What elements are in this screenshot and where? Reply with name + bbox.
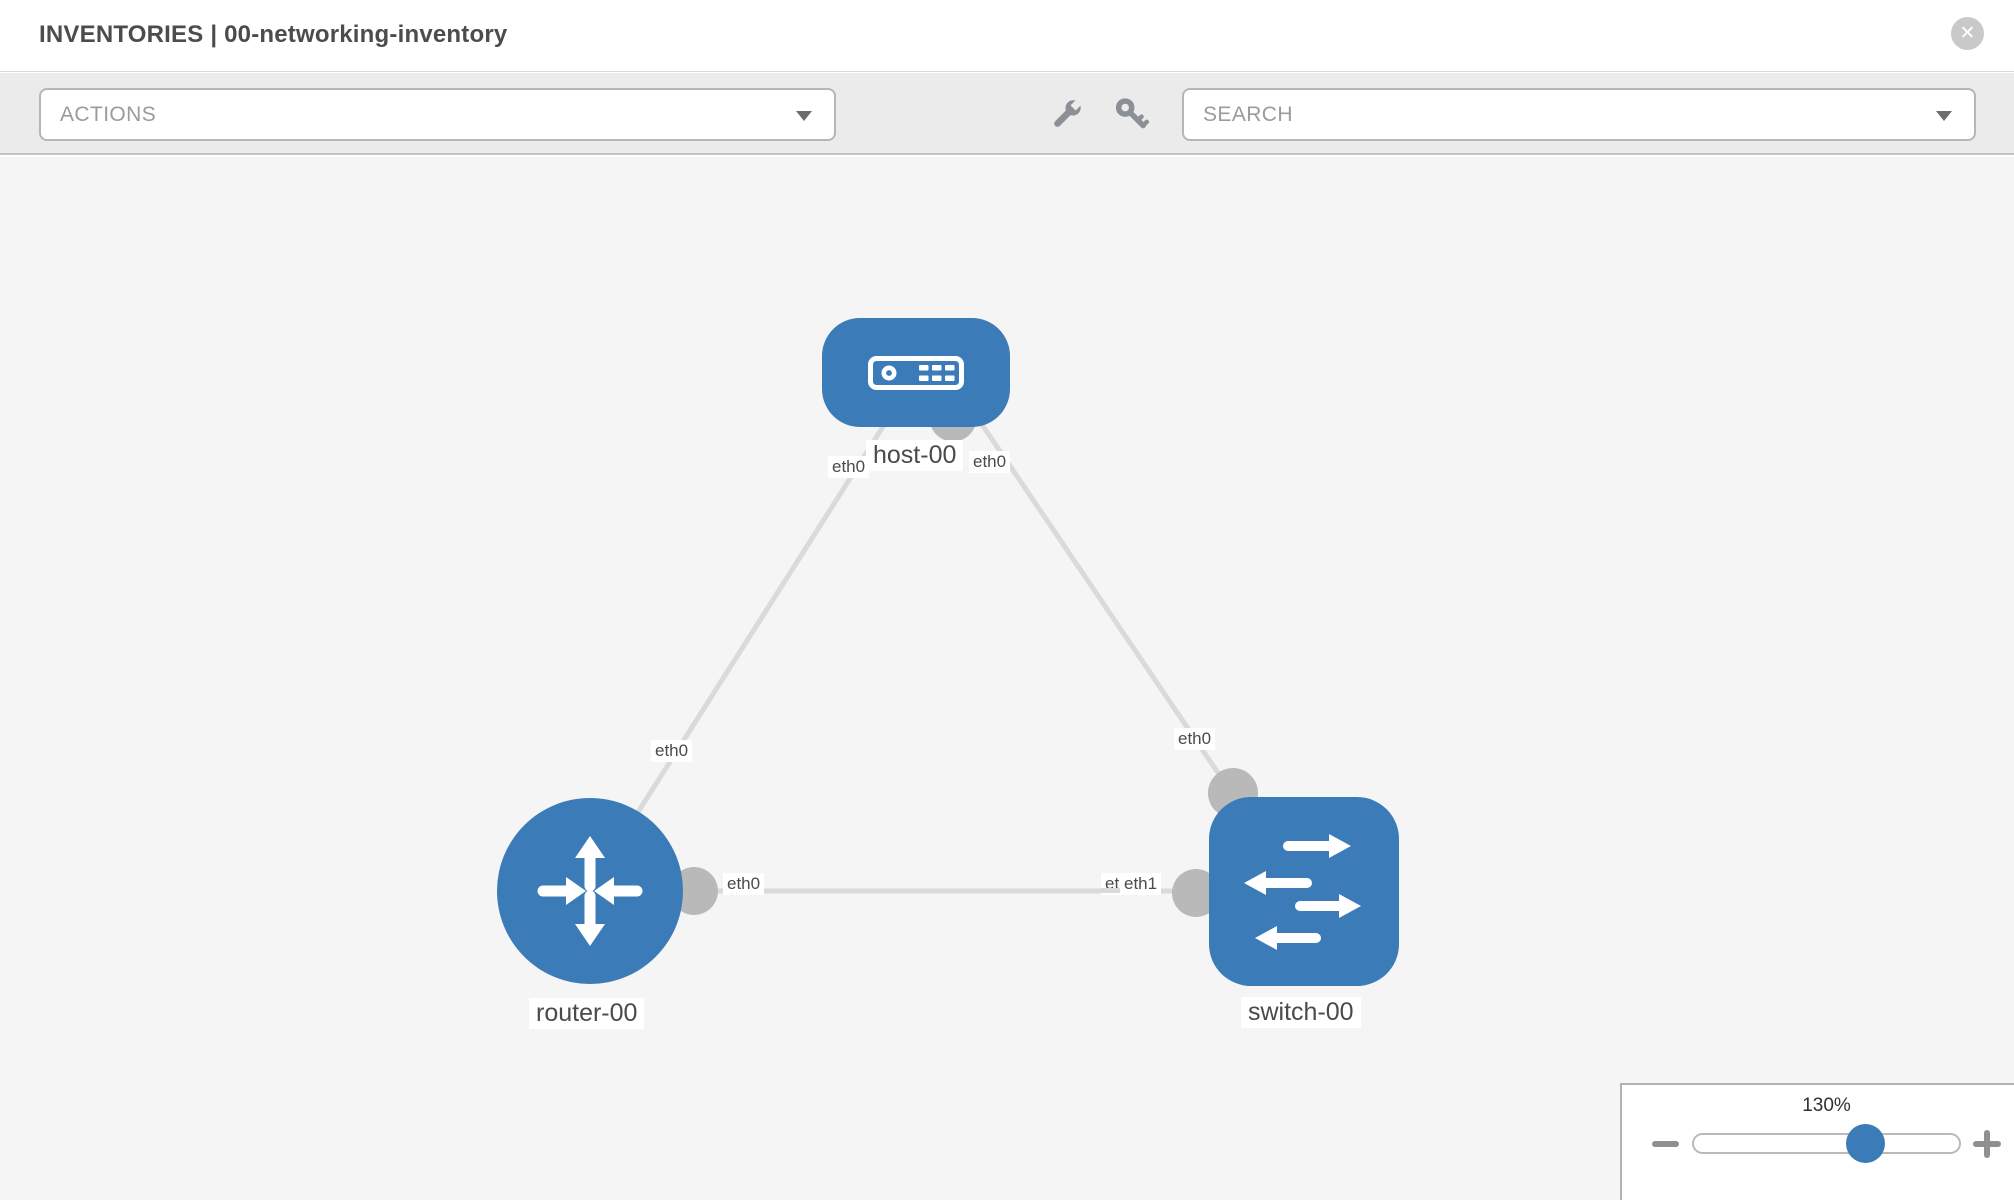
link-line-fragment xyxy=(1101,888,1124,893)
interface-label: eth0 xyxy=(828,456,870,478)
interface-label: eth1 xyxy=(1120,873,1162,895)
toolbar: ACTIONS SEARCH xyxy=(0,73,2014,155)
host-icon xyxy=(868,355,964,390)
interface-label: eth0 xyxy=(1174,728,1216,750)
page-title: INVENTORIES | 00-networking-inventory xyxy=(39,21,508,48)
key-icon[interactable] xyxy=(1112,96,1150,134)
topology-links-layer xyxy=(590,390,1300,917)
zoom-in-plus-icon[interactable] xyxy=(1973,1130,2001,1158)
close-button[interactable]: ✕ xyxy=(1951,17,1984,50)
zoom-control-panel: 130% xyxy=(1620,1083,2014,1200)
interface-connector xyxy=(1172,869,1220,917)
router-icon xyxy=(537,836,643,946)
zoom-slider-handle[interactable] xyxy=(1846,1124,1885,1163)
node-switch-00[interactable] xyxy=(1209,797,1399,986)
topology-canvas[interactable]: host-00 router-00 switch-00 eth0 eth0 et… xyxy=(0,157,2014,1200)
node-label-switch: switch-00 xyxy=(1241,997,1361,1028)
actions-dropdown[interactable]: ACTIONS xyxy=(39,88,836,141)
interface-label: eth0 xyxy=(969,451,1011,473)
chevron-down-icon xyxy=(1936,110,1952,121)
header: INVENTORIES | 00-networking-inventory ✕ xyxy=(0,0,2014,72)
zoom-slider-track[interactable] xyxy=(1692,1133,1961,1154)
interface-label: eth0 xyxy=(723,873,765,895)
zoom-out-minus-icon[interactable] xyxy=(1652,1141,1679,1147)
zoom-level-value: 130% xyxy=(1802,1095,1851,1116)
node-host-00[interactable] xyxy=(822,318,1010,427)
actions-dropdown-label: ACTIONS xyxy=(60,102,157,126)
interface-label: eth0 xyxy=(651,740,693,762)
node-label-host: host-00 xyxy=(866,440,964,471)
search-dropdown-label: SEARCH xyxy=(1203,102,1293,126)
chevron-down-icon xyxy=(796,110,812,121)
node-router-00[interactable] xyxy=(497,798,683,984)
wrench-icon[interactable] xyxy=(1047,96,1085,134)
switch-icon xyxy=(1244,833,1361,950)
search-dropdown[interactable]: SEARCH xyxy=(1182,88,1976,141)
close-icon: ✕ xyxy=(1959,23,1976,44)
node-label-router: router-00 xyxy=(529,998,645,1029)
